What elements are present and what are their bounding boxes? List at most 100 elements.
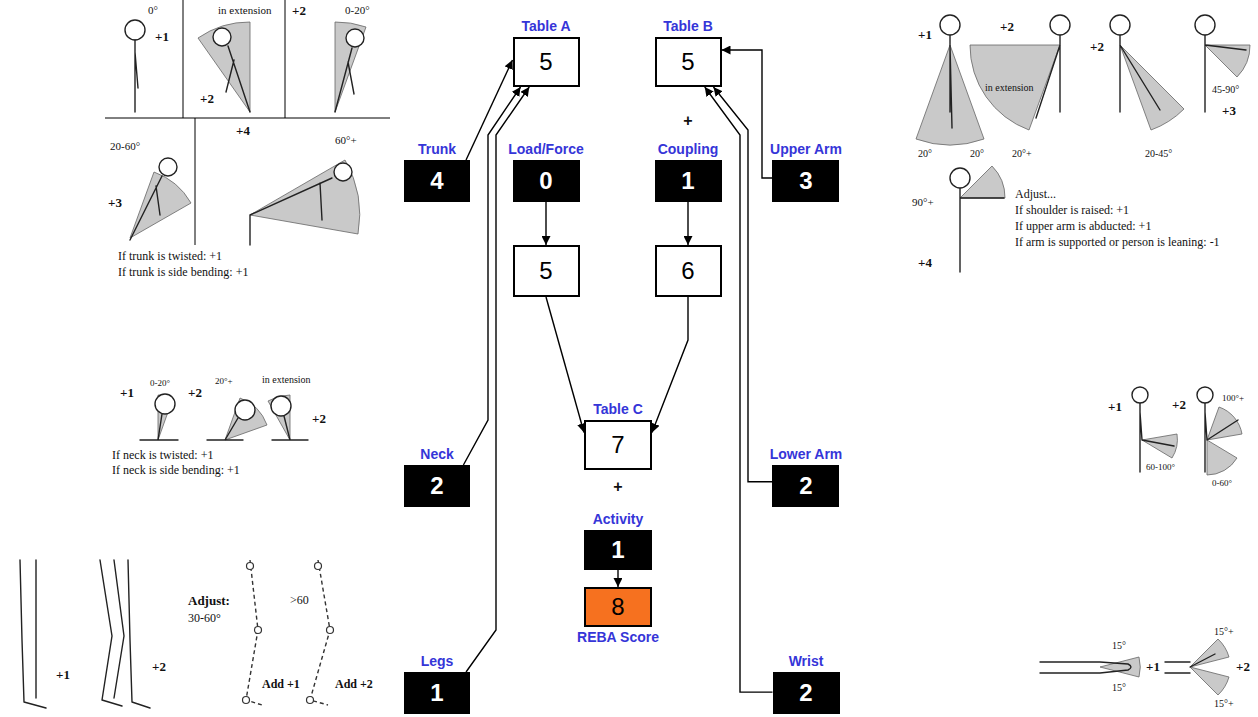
figure-head: [1197, 387, 1213, 403]
figure-body: [140, 414, 178, 440]
table-score-box: Table C7: [584, 401, 652, 470]
joint-dot: [307, 697, 314, 704]
figure-head: [125, 20, 145, 40]
figure-body: [1036, 35, 1060, 118]
score-label: +2: [292, 4, 306, 19]
score-label: +1: [120, 386, 134, 401]
score-heading: Upper Arm: [770, 141, 842, 158]
leg-drawing: [100, 560, 124, 706]
figure-head: [950, 168, 970, 188]
angle-label: 0-20°: [150, 378, 170, 388]
joint-dot: [327, 627, 334, 634]
figure-head: [1195, 15, 1215, 35]
angle-label: 0°: [148, 4, 158, 17]
adjust-note: Adjust:: [188, 594, 230, 609]
angle-label: 0-60°: [1212, 478, 1232, 488]
angle-wedge: [1190, 667, 1229, 695]
score-label: +1: [1108, 400, 1122, 415]
score-value: 5: [681, 48, 694, 76]
joint-dot: [243, 697, 250, 704]
angle-wedge: [130, 172, 191, 238]
leg-drawing: [20, 560, 46, 708]
score-value: 4: [430, 167, 443, 195]
angle-wedge: [335, 22, 366, 112]
body-part-score: Upper Arm3: [770, 141, 842, 202]
figure-body: [1205, 35, 1246, 112]
score-label: +1: [1146, 660, 1160, 675]
score-value: 2: [799, 472, 812, 500]
figure-head: [1050, 15, 1070, 35]
score-heading: Coupling: [658, 141, 719, 158]
body-part-score: Neck2: [404, 446, 470, 507]
body-part-score: Lower Arm2: [770, 446, 843, 507]
figure-body: [272, 416, 308, 440]
coupling-score: Coupling 1: [655, 141, 722, 202]
score-value: 2: [430, 472, 443, 500]
angle-label: 20-45°: [1145, 148, 1172, 160]
score-value: 0: [539, 167, 552, 195]
figure-body: [226, 46, 250, 112]
angle-label: 20°+: [1012, 148, 1032, 160]
plus-sign: +: [683, 112, 692, 130]
table-score-box: Table A5: [513, 18, 580, 87]
flow-arrow: [545, 202, 546, 245]
grid-line: [183, 0, 184, 118]
figure-body: [250, 178, 332, 245]
score-value: 1: [681, 167, 694, 195]
adjust-note: If neck is twisted: +1: [112, 449, 213, 463]
adjust-note: Add +2: [335, 678, 373, 692]
figure-head: [213, 28, 231, 46]
figure-body: [130, 176, 162, 240]
figure-body: [960, 188, 1004, 272]
figure-head: [1132, 387, 1148, 403]
reba-score-box: 8REBA Score: [577, 587, 659, 646]
adjust-note: If neck is side bending: +1: [112, 464, 240, 478]
figure-head: [155, 394, 175, 414]
score-value: 1: [430, 679, 443, 707]
score-label: +2: [1236, 660, 1250, 675]
score-value: 6: [681, 257, 694, 285]
angle-wedge: [1207, 440, 1237, 475]
score-box-outline: 2: [773, 672, 840, 714]
score-box-outline: 7: [584, 420, 652, 470]
angle-label: 15°+: [1214, 698, 1234, 710]
score-heading: REBA Score: [577, 629, 659, 646]
score-heading: Load/Force: [508, 141, 583, 158]
angle-label: 20°: [970, 148, 984, 160]
flow-arrow: [617, 570, 618, 587]
figure-body: [335, 48, 354, 112]
angle-label: in extension: [262, 374, 311, 386]
body-part-score: Legs1: [404, 653, 470, 714]
flow-arrow: [722, 50, 773, 178]
score-label: +2: [152, 660, 166, 675]
angle-label: in extension: [985, 82, 1034, 94]
neck-panel: [140, 394, 308, 440]
score-box-outline: 8: [584, 587, 652, 627]
table-score-box: Table B5: [655, 18, 722, 87]
score-label: +3: [108, 196, 122, 211]
adjust-note: If shoulder is raised: +1: [1015, 204, 1129, 218]
score-label: +2: [312, 412, 326, 427]
joint-dot: [315, 563, 322, 570]
figure-body: [1205, 403, 1238, 472]
score-label: +2: [200, 92, 214, 107]
activity-score: Activity1: [584, 511, 652, 570]
angle-label: 15°: [1112, 682, 1126, 694]
angle-label: >60: [290, 594, 309, 608]
hand-drawing: [1040, 662, 1131, 673]
angle-label: 15°+: [1214, 626, 1234, 638]
score-label: +4: [918, 256, 932, 271]
adjust-note: If trunk is twisted: +1: [118, 250, 222, 264]
figure-head: [346, 29, 364, 47]
angle-wedge: [1207, 407, 1242, 440]
adjust-note: If arm is supported or person is leaning…: [1015, 236, 1220, 250]
grid-line: [195, 118, 196, 245]
score-value: 8: [611, 593, 624, 621]
angle-label: 90°+: [912, 196, 934, 209]
angle-label: 30-60°: [188, 612, 221, 626]
angle-wedge: [1100, 657, 1140, 677]
angle-wedge: [198, 22, 250, 112]
score-box-outline: 1: [584, 530, 652, 570]
